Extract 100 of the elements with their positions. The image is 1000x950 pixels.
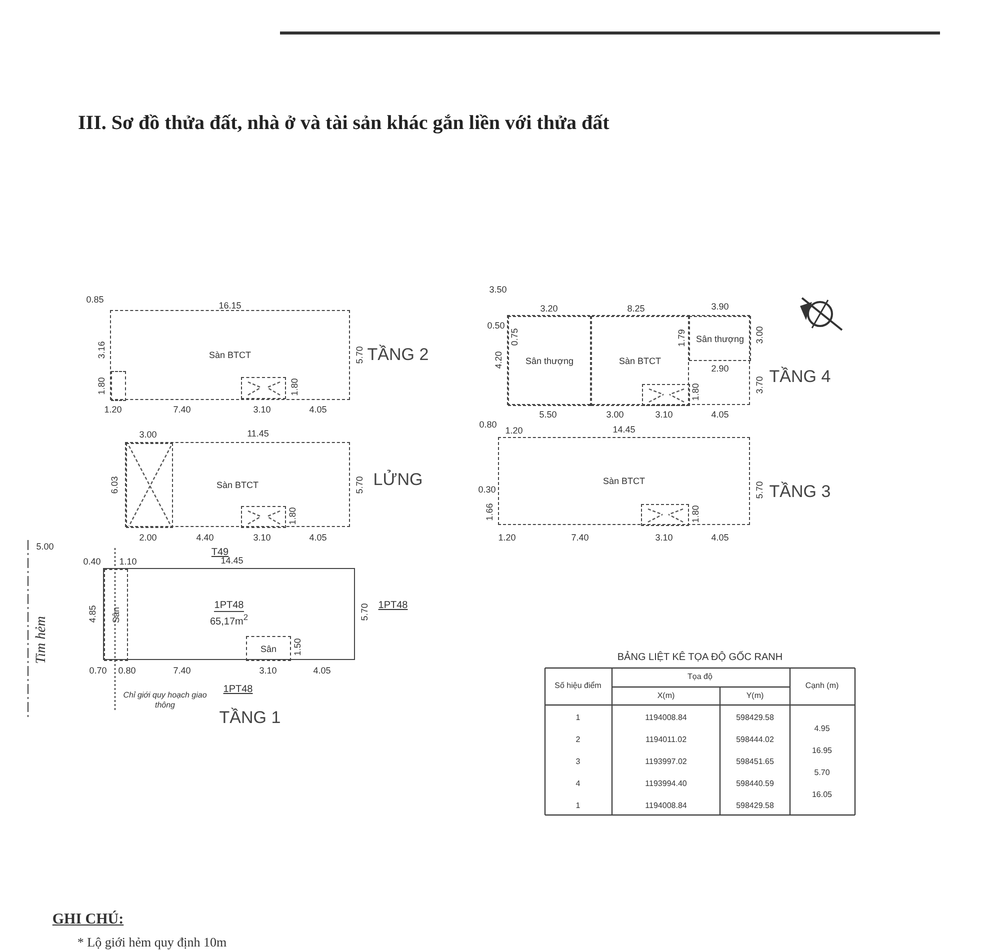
dimension-label: 4.85 [88, 605, 98, 623]
table-cell: 4 [576, 780, 580, 788]
room-label: Sàn BTCT [208, 350, 251, 360]
table-cell: 2 [576, 736, 580, 744]
dimension-label: 0.80 [118, 666, 136, 676]
dimension-label: 4.05 [711, 534, 729, 542]
dimension-label: 7.40 [173, 666, 191, 676]
dimension-label: 4.05 [309, 534, 327, 542]
table-title: BẢNG LIỆT KÊ TỌA ĐỘ GỐC RANH [617, 653, 783, 663]
floor-title: TẦNG 2 [367, 345, 429, 365]
table-cell: 598440.59 [736, 780, 774, 788]
dimension-label: 0.70 [89, 666, 107, 676]
parcel-number: 1PT48 [223, 685, 253, 695]
dimension-label: 3.16 [98, 341, 106, 359]
dimension-label: 4.05 [711, 410, 729, 420]
table-cell: 598429.58 [736, 714, 774, 722]
dimension-label: 6.03 [110, 476, 120, 494]
table-cell: 598444.02 [736, 736, 774, 744]
dimension-label: 3.70 [756, 376, 764, 394]
dimension-label: 1.80 [692, 383, 700, 401]
table-header: X(m) [657, 692, 675, 700]
table-header: Tọa độ [688, 673, 712, 681]
dimension-label: 4.20 [494, 351, 504, 369]
dimension-label: 14.45 [612, 426, 636, 434]
floor-plan-outline [103, 568, 355, 660]
dimension-label: 3.10 [259, 666, 277, 676]
dimension-label: 3.10 [253, 406, 271, 414]
room-area [246, 636, 291, 661]
dimension-label: 1.66 [486, 503, 494, 521]
table-header: Y(m) [746, 692, 764, 700]
table-cell: 1193994.40 [645, 780, 687, 788]
dimension-label: 7.40 [173, 406, 191, 414]
stair-opening [641, 504, 689, 526]
table-cell: 1 [576, 714, 580, 722]
dimension-label: 1.79 [678, 329, 686, 347]
dimension-label: 5.70 [356, 346, 364, 364]
dimension-label: 2.00 [139, 534, 157, 542]
floor-plan-outline [498, 437, 750, 525]
dimension-label: 3.00 [756, 326, 764, 344]
dimension-label: 3.10 [655, 534, 673, 542]
page-title: III. Sơ đồ thửa đất, nhà ở và tài sản khác gắn liền với thửa đất [78, 112, 610, 135]
table-cell: 1194011.02 [645, 736, 687, 744]
table-cell: 1193997.02 [645, 758, 687, 766]
dimension-label: 5.70 [356, 476, 364, 494]
floor-title: TẦNG 1 [219, 708, 281, 728]
table-header: Số hiệu điểm [554, 681, 602, 691]
dimension-label: 1.20 [104, 406, 122, 414]
dimension-label: 4.40 [196, 534, 214, 542]
floor-plan-outline [507, 315, 750, 405]
dimension-label: 4.05 [309, 406, 327, 414]
table-cell: 598451.65 [736, 758, 774, 766]
table-cell: 3 [576, 758, 580, 766]
parcel-number: 1PT48 [378, 601, 408, 611]
room-label: Sàn BTCT [602, 476, 645, 486]
dimension-label: 5.50 [539, 410, 557, 420]
room-label: Sàn BTCT [216, 480, 258, 490]
dimension-label: 14.45 [220, 556, 244, 566]
table-cell: 16.05 [812, 791, 832, 799]
dimension-label: 1.80 [288, 507, 298, 525]
dimension-label: 16.15 [218, 302, 242, 310]
dimension-label: 0.75 [510, 328, 520, 346]
dimension-label: 1.10 [119, 558, 137, 566]
centerline-label: Tim hẻm [35, 616, 49, 664]
dimension-label: 5.70 [756, 481, 764, 499]
stair-opening [241, 377, 286, 399]
dimension-label: 3.00 [139, 430, 157, 440]
dimension-label: 0.40 [83, 558, 101, 566]
dimension-label: 3.50 [489, 286, 507, 294]
dimension-label: 3.90 [711, 302, 729, 312]
dimension-label: 0.30 [478, 486, 496, 494]
dimension-label: 5.70 [360, 603, 370, 621]
room-area [591, 316, 689, 406]
dimension-label: 7.40 [571, 534, 589, 542]
floor-title: LỬNG [373, 470, 423, 490]
dimension-label: 11.45 [247, 430, 269, 438]
dimension-label: 1.80 [692, 505, 700, 523]
yard-strip [104, 569, 128, 661]
dimension-label: 1.80 [98, 377, 106, 395]
floor-title: TẦNG 4 [769, 367, 831, 387]
small-room-outline [111, 371, 126, 401]
boundary-note: Chỉ giới quy hoạch giao thông [122, 690, 208, 710]
notes-heading: GHI CHÚ: [52, 912, 124, 928]
dimension-label: 1.50 [294, 638, 302, 656]
dimension-label: 3.20 [540, 304, 558, 314]
dimension-label: 1.80 [290, 378, 300, 396]
dimension-label: 3.10 [253, 534, 271, 542]
table-header: Cạnh (m) [804, 681, 840, 691]
dimension-label: 0.85 [86, 296, 104, 304]
table-cell: 1 [576, 802, 580, 810]
table-cell: 5.70 [814, 769, 830, 777]
dimension-label: 0.50 [487, 322, 505, 330]
table-cell: 1194008.84 [645, 802, 687, 810]
floor-title: TẦNG 3 [769, 482, 831, 502]
floor-plan-outline [125, 442, 350, 527]
floor-plan-outline [110, 310, 350, 400]
dimension-label: 1.20 [505, 426, 523, 436]
room-label: Sân thượng [696, 334, 744, 344]
table-cell: 598429.58 [736, 802, 774, 810]
dimension-label: 8.25 [627, 304, 645, 314]
room-label: Sân [111, 606, 121, 623]
